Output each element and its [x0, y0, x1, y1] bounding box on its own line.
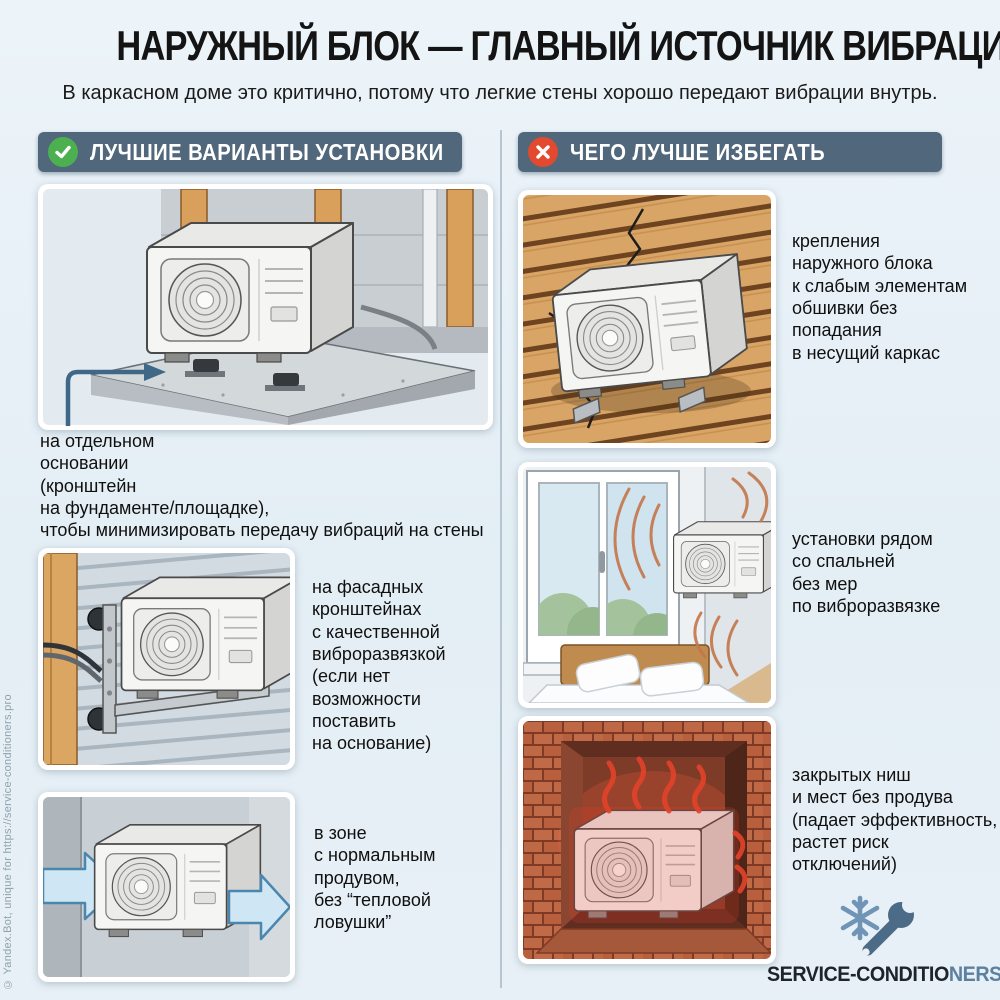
illustration-facade-brackets	[38, 548, 295, 770]
brand-logo-text-dark: SERVICE-CONDITIO	[766, 963, 949, 986]
snowflake-wrench-icon	[840, 895, 918, 956]
caption-weak-cladding: крепления наружного блока к слабым элеме…	[792, 231, 968, 363]
x-circle-icon	[528, 137, 558, 167]
good-column-header: ЛУЧШИЕ ВАРИАНТЫ УСТАНОВКИ	[38, 132, 462, 172]
watermark-credit: © Yandex.Bot, unique for https://service…	[2, 694, 14, 990]
illustration-near-bedroom	[518, 462, 776, 708]
caption-separate-base: на отдельном основании (кронштейн на фун…	[40, 431, 484, 541]
column-divider	[500, 130, 502, 988]
illustration-separate-base	[38, 184, 493, 430]
illustration-weak-cladding	[518, 190, 776, 448]
caption-near-bedroom: установки рядом со спальней без мер по в…	[792, 529, 941, 616]
brand-logo-text: SERVICE-CONDITIONERS.PRO	[767, 963, 1000, 987]
illustration-airflow-zone	[38, 792, 295, 982]
caption-closed-niche: закрытых ниш и мест без продува (падает …	[792, 765, 998, 875]
bad-column-header: ЧЕГО ЛУЧШЕ ИЗБЕГАТЬ	[518, 132, 942, 172]
brand-logo: SERVICE-CONDITIONERS.PRO	[758, 892, 1000, 987]
page-subtitle: В каркасном доме это критично, потому чт…	[62, 82, 938, 104]
page-title: НАРУЖНЫЙ БЛОК — ГЛАВНЫЙ ИСТОЧНИК ВИБРАЦИ…	[116, 22, 1000, 69]
caption-airflow-zone: в зоне с нормальным продувом, без “тепло…	[314, 823, 436, 933]
callout-arrow-icon	[65, 363, 166, 426]
check-circle-icon	[48, 137, 78, 167]
good-column-title: ЛУЧШИЕ ВАРИАНТЫ УСТАНОВКИ	[90, 138, 444, 165]
bad-column-title: ЧЕГО ЛУЧШЕ ИЗБЕГАТЬ	[570, 138, 826, 165]
illustration-closed-niche	[518, 716, 776, 964]
caption-facade-brackets: на фасадных кронштейнах с качественной в…	[312, 577, 446, 754]
brand-logo-text-accent: NERS.PRO	[948, 963, 1000, 986]
